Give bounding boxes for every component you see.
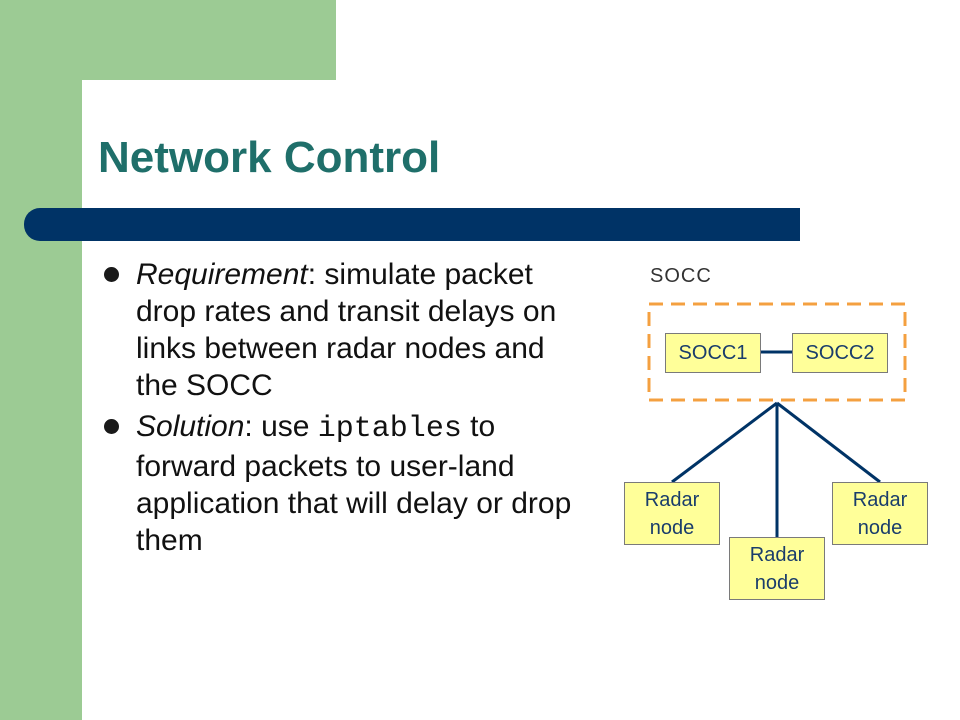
decorative-side-bar [0, 0, 82, 720]
bullet-solution-text-before: : use [244, 410, 318, 443]
bullet-solution-text-after: to forward packets to user-land applicat… [136, 410, 572, 557]
radar-node-left: Radar node [624, 482, 720, 545]
bullet-requirement: Requirement: simulate packet drop rates … [100, 256, 580, 404]
bullet-solution: Solution: use iptables to forward packet… [100, 408, 580, 559]
socc1-node: SOCC1 [665, 333, 761, 373]
bullet-list: Requirement: simulate packet drop rates … [100, 256, 580, 559]
link-to-radar-left [671, 401, 778, 484]
bullet-dot-icon [104, 267, 119, 282]
link-to-radar-right [776, 401, 881, 484]
bullet-solution-label: Solution [136, 410, 245, 443]
radar-node-right: Radar node [832, 482, 928, 545]
decorative-top-bar [0, 0, 336, 80]
bullet-requirement-label: Requirement [136, 258, 308, 291]
socc2-node: SOCC2 [792, 333, 888, 373]
slide-title: Network Control [98, 133, 441, 182]
bullet-dot-icon [104, 419, 119, 434]
bullet-requirement-text: : simulate packet drop rates and transit… [136, 258, 557, 402]
bullet-solution-code: iptables [317, 412, 462, 446]
socc-group-label: SOCC [650, 265, 712, 287]
radar-node-middle: Radar node [729, 537, 825, 600]
title-underline-bar [24, 208, 800, 241]
